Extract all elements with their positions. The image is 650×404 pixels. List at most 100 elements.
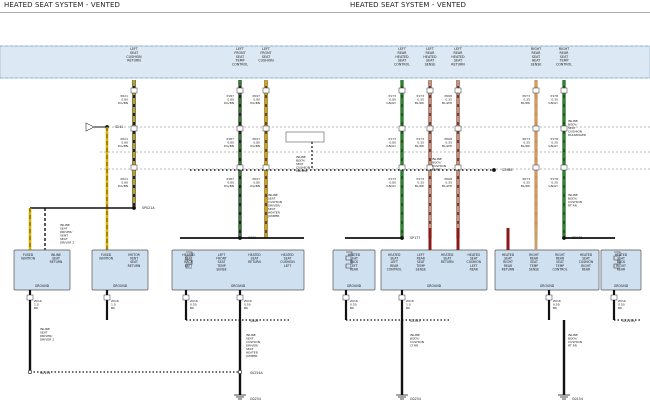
module-m1 xyxy=(13,249,71,291)
ground-pin-g8 xyxy=(610,294,618,301)
module-m3 xyxy=(171,249,305,291)
module-m5 xyxy=(380,249,488,291)
ground-pin-g5 xyxy=(342,294,350,301)
pin-box-3-1 xyxy=(398,125,406,132)
bottom-label-b5: S2323 xyxy=(410,319,420,323)
bottom-label-b4: G0154 xyxy=(572,397,583,401)
splice-label-sp177: SP177 xyxy=(410,236,420,240)
ground-terminal-1 xyxy=(27,369,32,374)
heater-element-2 xyxy=(613,251,621,269)
pin-box-7-2 xyxy=(560,164,568,171)
heater-element-1 xyxy=(345,251,353,269)
ground-pin-g3 xyxy=(182,294,190,301)
module-header-band xyxy=(0,45,650,79)
pin-box-1-1 xyxy=(236,125,244,132)
connector-arrow xyxy=(85,122,95,132)
splice-label-s241: S241 xyxy=(115,125,123,129)
ground-symbol-3 xyxy=(558,394,570,400)
ground-pin-g7 xyxy=(545,294,553,301)
title-bar: HEATED SEAT SYSTEM - VENTED HEATED SEAT … xyxy=(0,0,650,13)
heater-element-0 xyxy=(185,251,193,269)
splice-label-sp021a: SP021A xyxy=(142,206,155,210)
pin-box-3-0 xyxy=(398,87,406,94)
ground-pin-g6 xyxy=(398,294,406,301)
ground-pin-g1 xyxy=(26,294,34,301)
diagram-title-left: HEATED SEAT SYSTEM - VENTED xyxy=(4,1,120,9)
pin-box-4-0 xyxy=(426,87,434,94)
module-ground-label-m2: GROUND xyxy=(113,284,128,288)
pin-box-2-0 xyxy=(262,87,270,94)
module-m4 xyxy=(332,249,376,291)
module-m2 xyxy=(91,249,149,291)
module-ground-label-m4: GROUND xyxy=(347,284,362,288)
module-ground-label-m1: GROUND xyxy=(35,284,50,288)
pin-box-0-1 xyxy=(130,125,138,132)
bottom-label-b8: S003 xyxy=(250,319,258,323)
module-ground-label-m5: GROUND xyxy=(427,284,442,288)
pin-box-0-0 xyxy=(130,87,138,94)
ground-symbol-1 xyxy=(234,394,246,400)
ground-symbol-2 xyxy=(396,394,408,400)
pin-box-2-1 xyxy=(262,125,270,132)
pin-box-1-0 xyxy=(236,87,244,94)
bottom-label-b1: G0254 xyxy=(250,397,261,401)
ground-terminal-2 xyxy=(238,369,243,374)
bottom-label-b2: S0254A xyxy=(250,371,263,375)
pin-box-7-0 xyxy=(560,87,568,94)
ground-pin-g4 xyxy=(236,294,244,301)
module-m6 xyxy=(494,249,600,291)
bottom-label-b6: S2515A xyxy=(622,319,635,323)
pin-box-0-2 xyxy=(130,164,138,171)
pin-box-6-1 xyxy=(532,125,540,132)
module-m7 xyxy=(600,249,642,291)
